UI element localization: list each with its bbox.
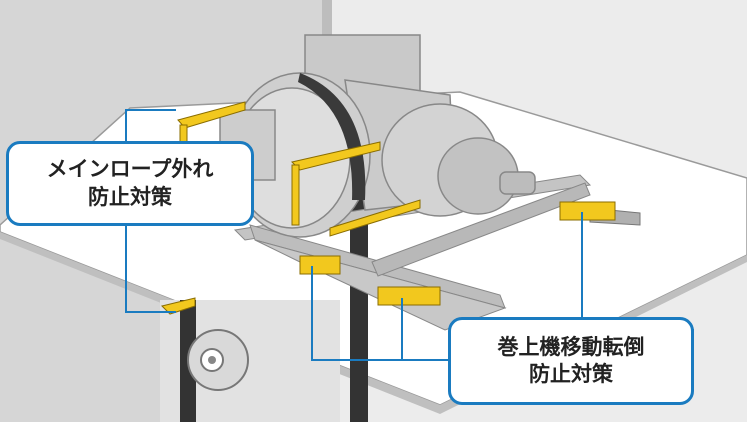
callout-text-line: 防止対策: [88, 184, 172, 209]
overturn-clamp: [377, 286, 441, 306]
hoist-overturn-callout: 巻上機移動転倒 防止対策: [448, 317, 694, 405]
main-rope: [350, 200, 368, 422]
motor-shaft: [499, 171, 536, 195]
sheave-ropes: [298, 73, 366, 200]
callout-text-line: 巻上機移動転倒: [497, 334, 645, 359]
rope-retention-callout: メインロープ外れ 防止対策: [6, 141, 254, 226]
lower-sheave-axle: [208, 356, 216, 364]
rope-guard-post: [291, 164, 300, 226]
callout-text-line: メインロープ外れ: [46, 157, 214, 182]
rope-guard-bar: [329, 199, 421, 237]
overturn-clamp: [559, 201, 616, 221]
cross-beam: [371, 182, 591, 277]
callout-text-line: 防止対策: [529, 362, 613, 386]
overturn-clamp: [299, 255, 341, 275]
